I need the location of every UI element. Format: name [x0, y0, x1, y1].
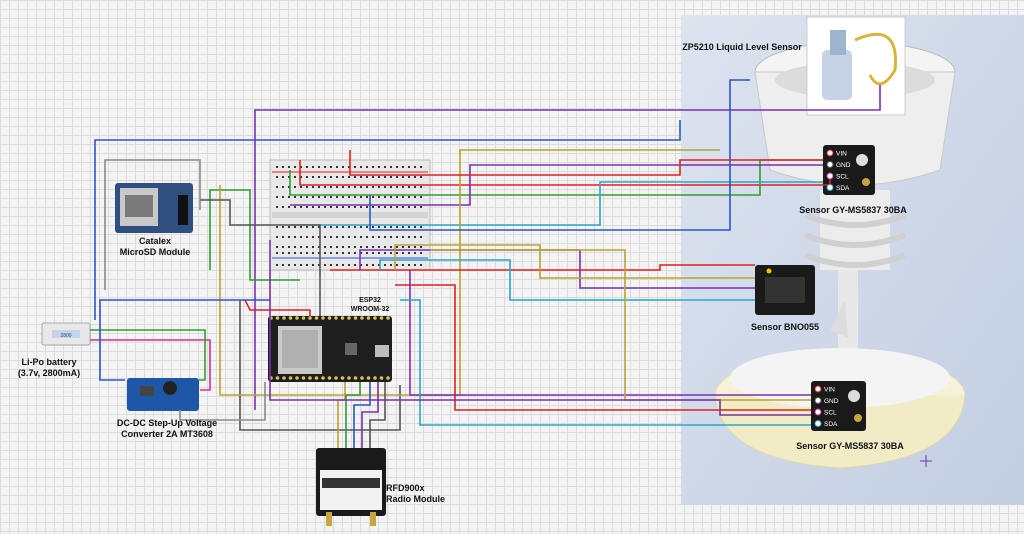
stepup-label: DC-DC Step-Up Voltage Converter 2A MT360…: [116, 418, 218, 439]
battery-label: Li-Po battery (3.7v, 2800mA): [17, 357, 81, 378]
wire-purple-2: [290, 164, 823, 206]
radio-label: RFD900x Radio Module: [386, 483, 445, 504]
ms5837-top-board: [823, 145, 875, 195]
battery-body-text: 2800: [60, 333, 71, 339]
wire-olive-4: [337, 382, 346, 448]
wire-red-4: [244, 299, 311, 316]
wire-darkgray-3: [369, 382, 386, 448]
pin-dot: [826, 161, 834, 168]
ms5837-bottom-label: Sensor GY-MS5837 30BA: [796, 441, 904, 451]
wire-purple-6: [269, 240, 811, 416]
wire-blue-4: [369, 79, 750, 231]
wires: [90, 79, 881, 448]
pin-label: VIN: [836, 151, 847, 158]
pin-label: VIN: [824, 387, 835, 394]
wire-blue-2: [99, 299, 270, 381]
wire-gray-2: [179, 382, 266, 421]
rfd900x-radio: [316, 448, 386, 526]
pin-dot: [826, 172, 834, 180]
wire-blue-3: [353, 382, 371, 448]
wire-cyan-3: [400, 299, 811, 426]
pin-label: SCL: [824, 410, 837, 417]
wire-darkgray-2: [200, 199, 321, 316]
wire-blue-1: [94, 120, 681, 320]
pin-dot: [814, 420, 822, 427]
liquid-level-sensor-image: [806, 16, 906, 116]
wire-red-2: [330, 264, 755, 271]
pin-label: GND: [836, 162, 851, 169]
wire-purple-4: [409, 270, 811, 396]
wire-green-4: [345, 382, 361, 448]
ms5837-bottom-board: [811, 381, 866, 431]
pin-dot: [814, 408, 822, 416]
breadboard: [269, 159, 431, 271]
wire-green-1: [209, 189, 300, 281]
wire-magenta-1: [90, 339, 211, 391]
wire-purple-1: [254, 85, 881, 410]
wire-olive-2: [394, 244, 755, 279]
wire-red-1: [299, 160, 831, 186]
microsd-label: Catalex MicroSD Module: [119, 236, 191, 257]
pin-label: SDA: [824, 421, 838, 428]
pin-label: SCL: [836, 174, 849, 181]
pin-dot: [826, 184, 834, 191]
stepup-converter: [127, 378, 199, 411]
level-sensor-label: ZP5210 Liquid Level Sensor: [682, 42, 802, 52]
pin-dot: [814, 397, 822, 404]
esp32-board: [268, 316, 392, 382]
wire-cyan-2: [379, 259, 755, 301]
wire-darkgray-1: [239, 300, 401, 431]
pin-dot: [826, 149, 834, 157]
wire-red-3: [395, 284, 811, 411]
breadboard-holes: [276, 166, 422, 266]
wire-gray-1: [104, 159, 201, 290]
esp32-label: ESP32 WROOM-32: [350, 297, 390, 313]
wire-purple-5: [361, 382, 379, 448]
ms5837-top-label: Sensor GY-MS5837 30BA: [799, 205, 907, 215]
crosshair-icon: [920, 455, 932, 467]
wire-green-3: [90, 329, 206, 381]
wire-red-5: [349, 150, 823, 176]
lipo-battery: [41, 322, 91, 346]
bno055-board: [755, 265, 815, 315]
pin-label: GND: [824, 398, 839, 405]
pin-dot: [814, 385, 822, 393]
pin-label: SDA: [836, 185, 850, 192]
bno055-label: Sensor BNO055: [750, 322, 820, 332]
wire-cyan-1: [290, 181, 823, 226]
